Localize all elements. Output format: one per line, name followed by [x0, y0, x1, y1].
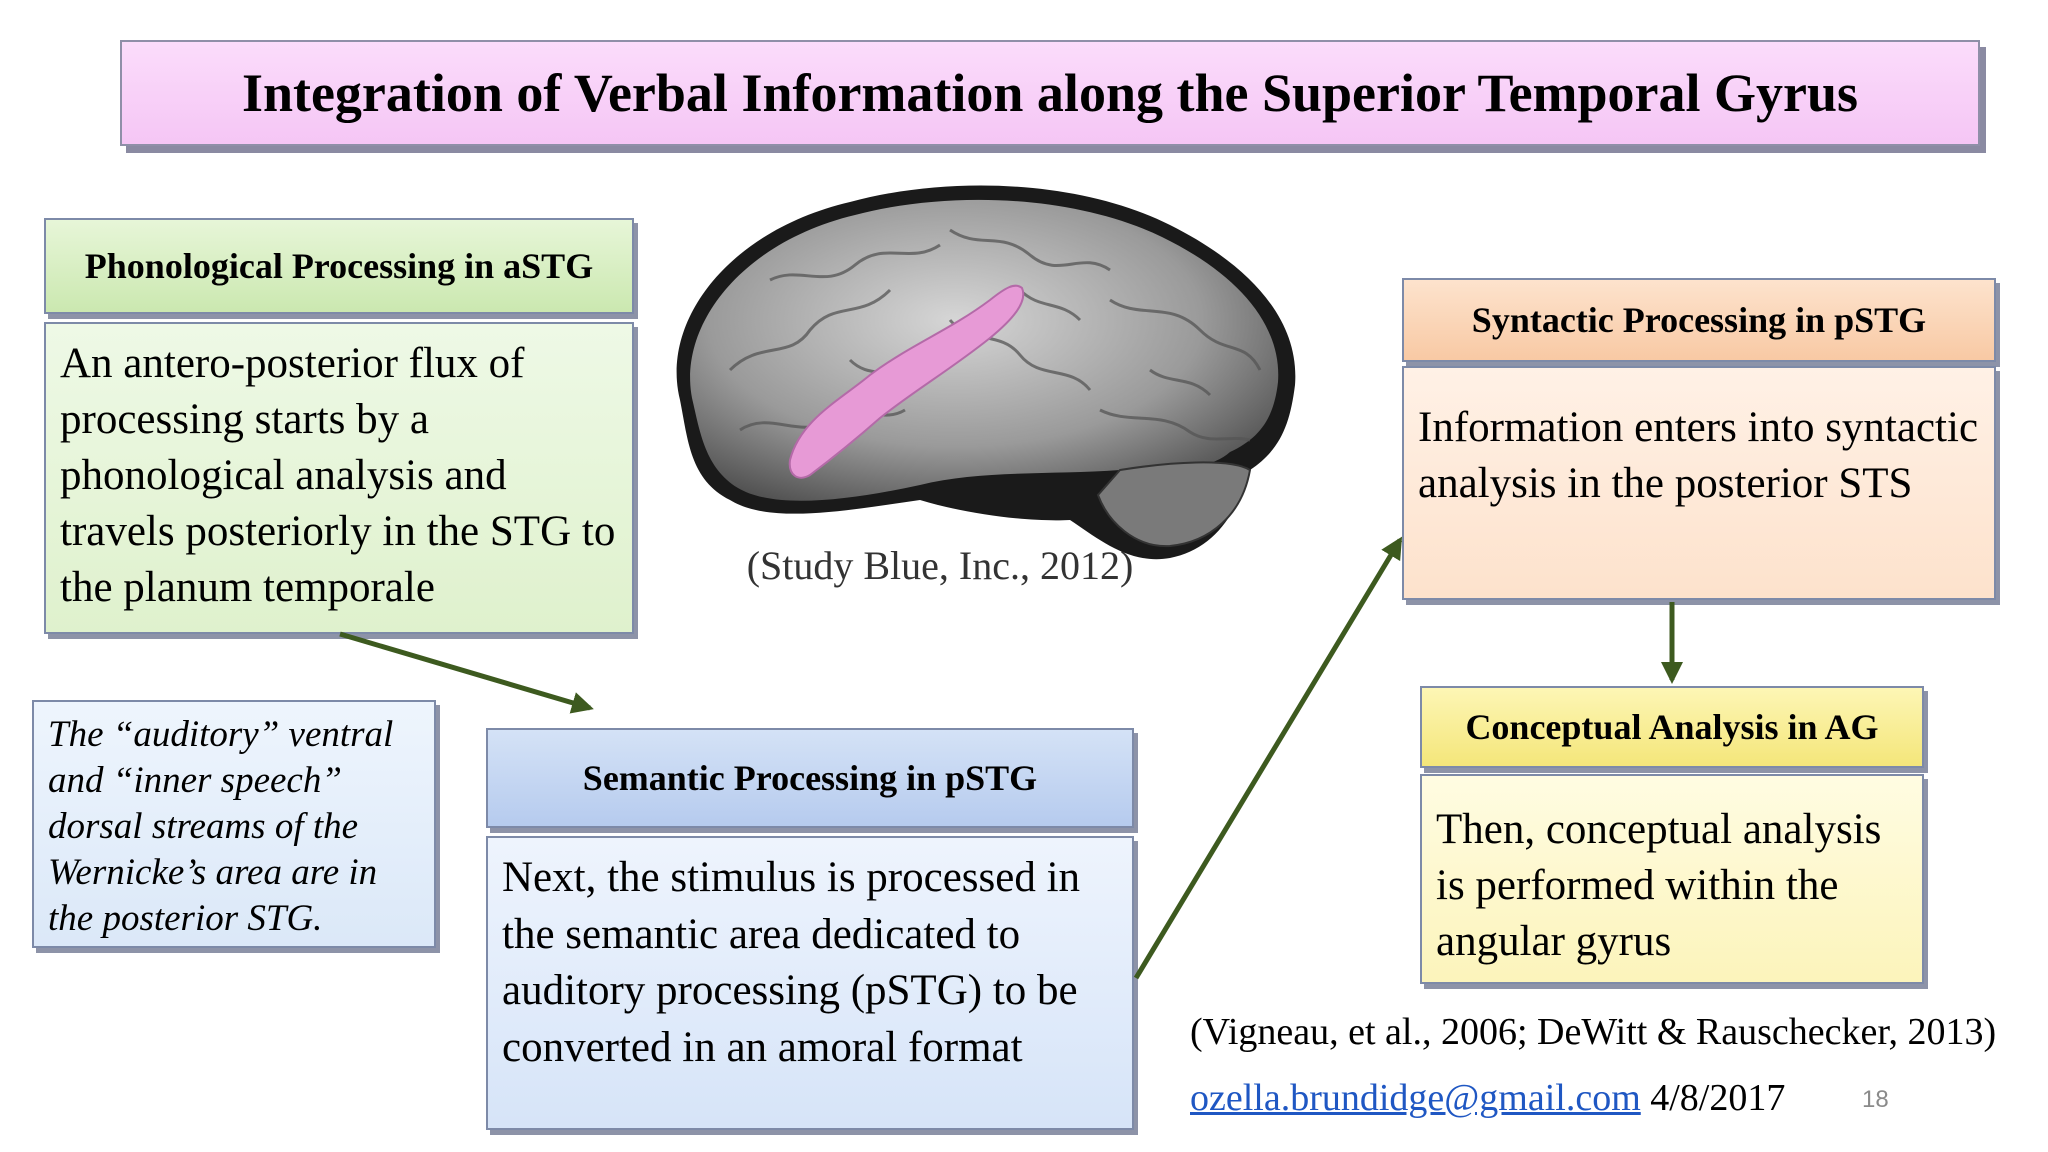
conceptual-header: Conceptual Analysis in AG — [1420, 686, 1924, 768]
brain-illustration — [676, 185, 1296, 560]
phonological-header: Phonological Processing in aSTG — [44, 218, 634, 314]
page-number: 18 — [1862, 1086, 1889, 1113]
references: (Vigneau, et al., 2006; DeWitt & Rausche… — [1190, 1011, 1997, 1053]
slide-title-text: Integration of Verbal Information along … — [241, 63, 1859, 123]
stg-highlight — [788, 284, 1025, 479]
syntactic-header: Syntactic Processing in pSTG — [1402, 278, 1996, 362]
conceptual-header-text: Conceptual Analysis in AG — [1465, 707, 1879, 747]
semantic-header-text: Semantic Processing in pSTG — [582, 758, 1038, 798]
footer-contact: ozella.brundidge@gmail.com 4/8/2017 — [1190, 1076, 1785, 1132]
syntactic-header-text: Syntactic Processing in pSTG — [1471, 300, 1927, 340]
semantic-body: Next, the stimulus is processed in the s… — [486, 836, 1134, 1130]
phonological-header-text: Phonological Processing in aSTG — [84, 246, 594, 286]
brain-caption: (Study Blue, Inc., 2012) — [746, 543, 1134, 588]
syntactic-body: Information enters into syntactic analys… — [1402, 366, 1996, 600]
arrow-phonological-to-semantic — [339, 631, 594, 714]
cerebellum — [1096, 461, 1252, 548]
email-link[interactable]: ozella.brundidge@gmail.com — [1190, 1077, 1641, 1119]
conceptual-body: Then, conceptual analysis is performed w… — [1420, 774, 1924, 984]
semantic-header: Semantic Processing in pSTG — [486, 728, 1134, 828]
slide-title: Integration of Verbal Information along … — [120, 40, 1980, 146]
streams-note: The “auditory” ventral and “inner speech… — [32, 700, 436, 948]
phonological-body: An antero-posterior flux of processing s… — [44, 322, 634, 634]
footer-date: 4/8/2017 — [1650, 1077, 1786, 1119]
